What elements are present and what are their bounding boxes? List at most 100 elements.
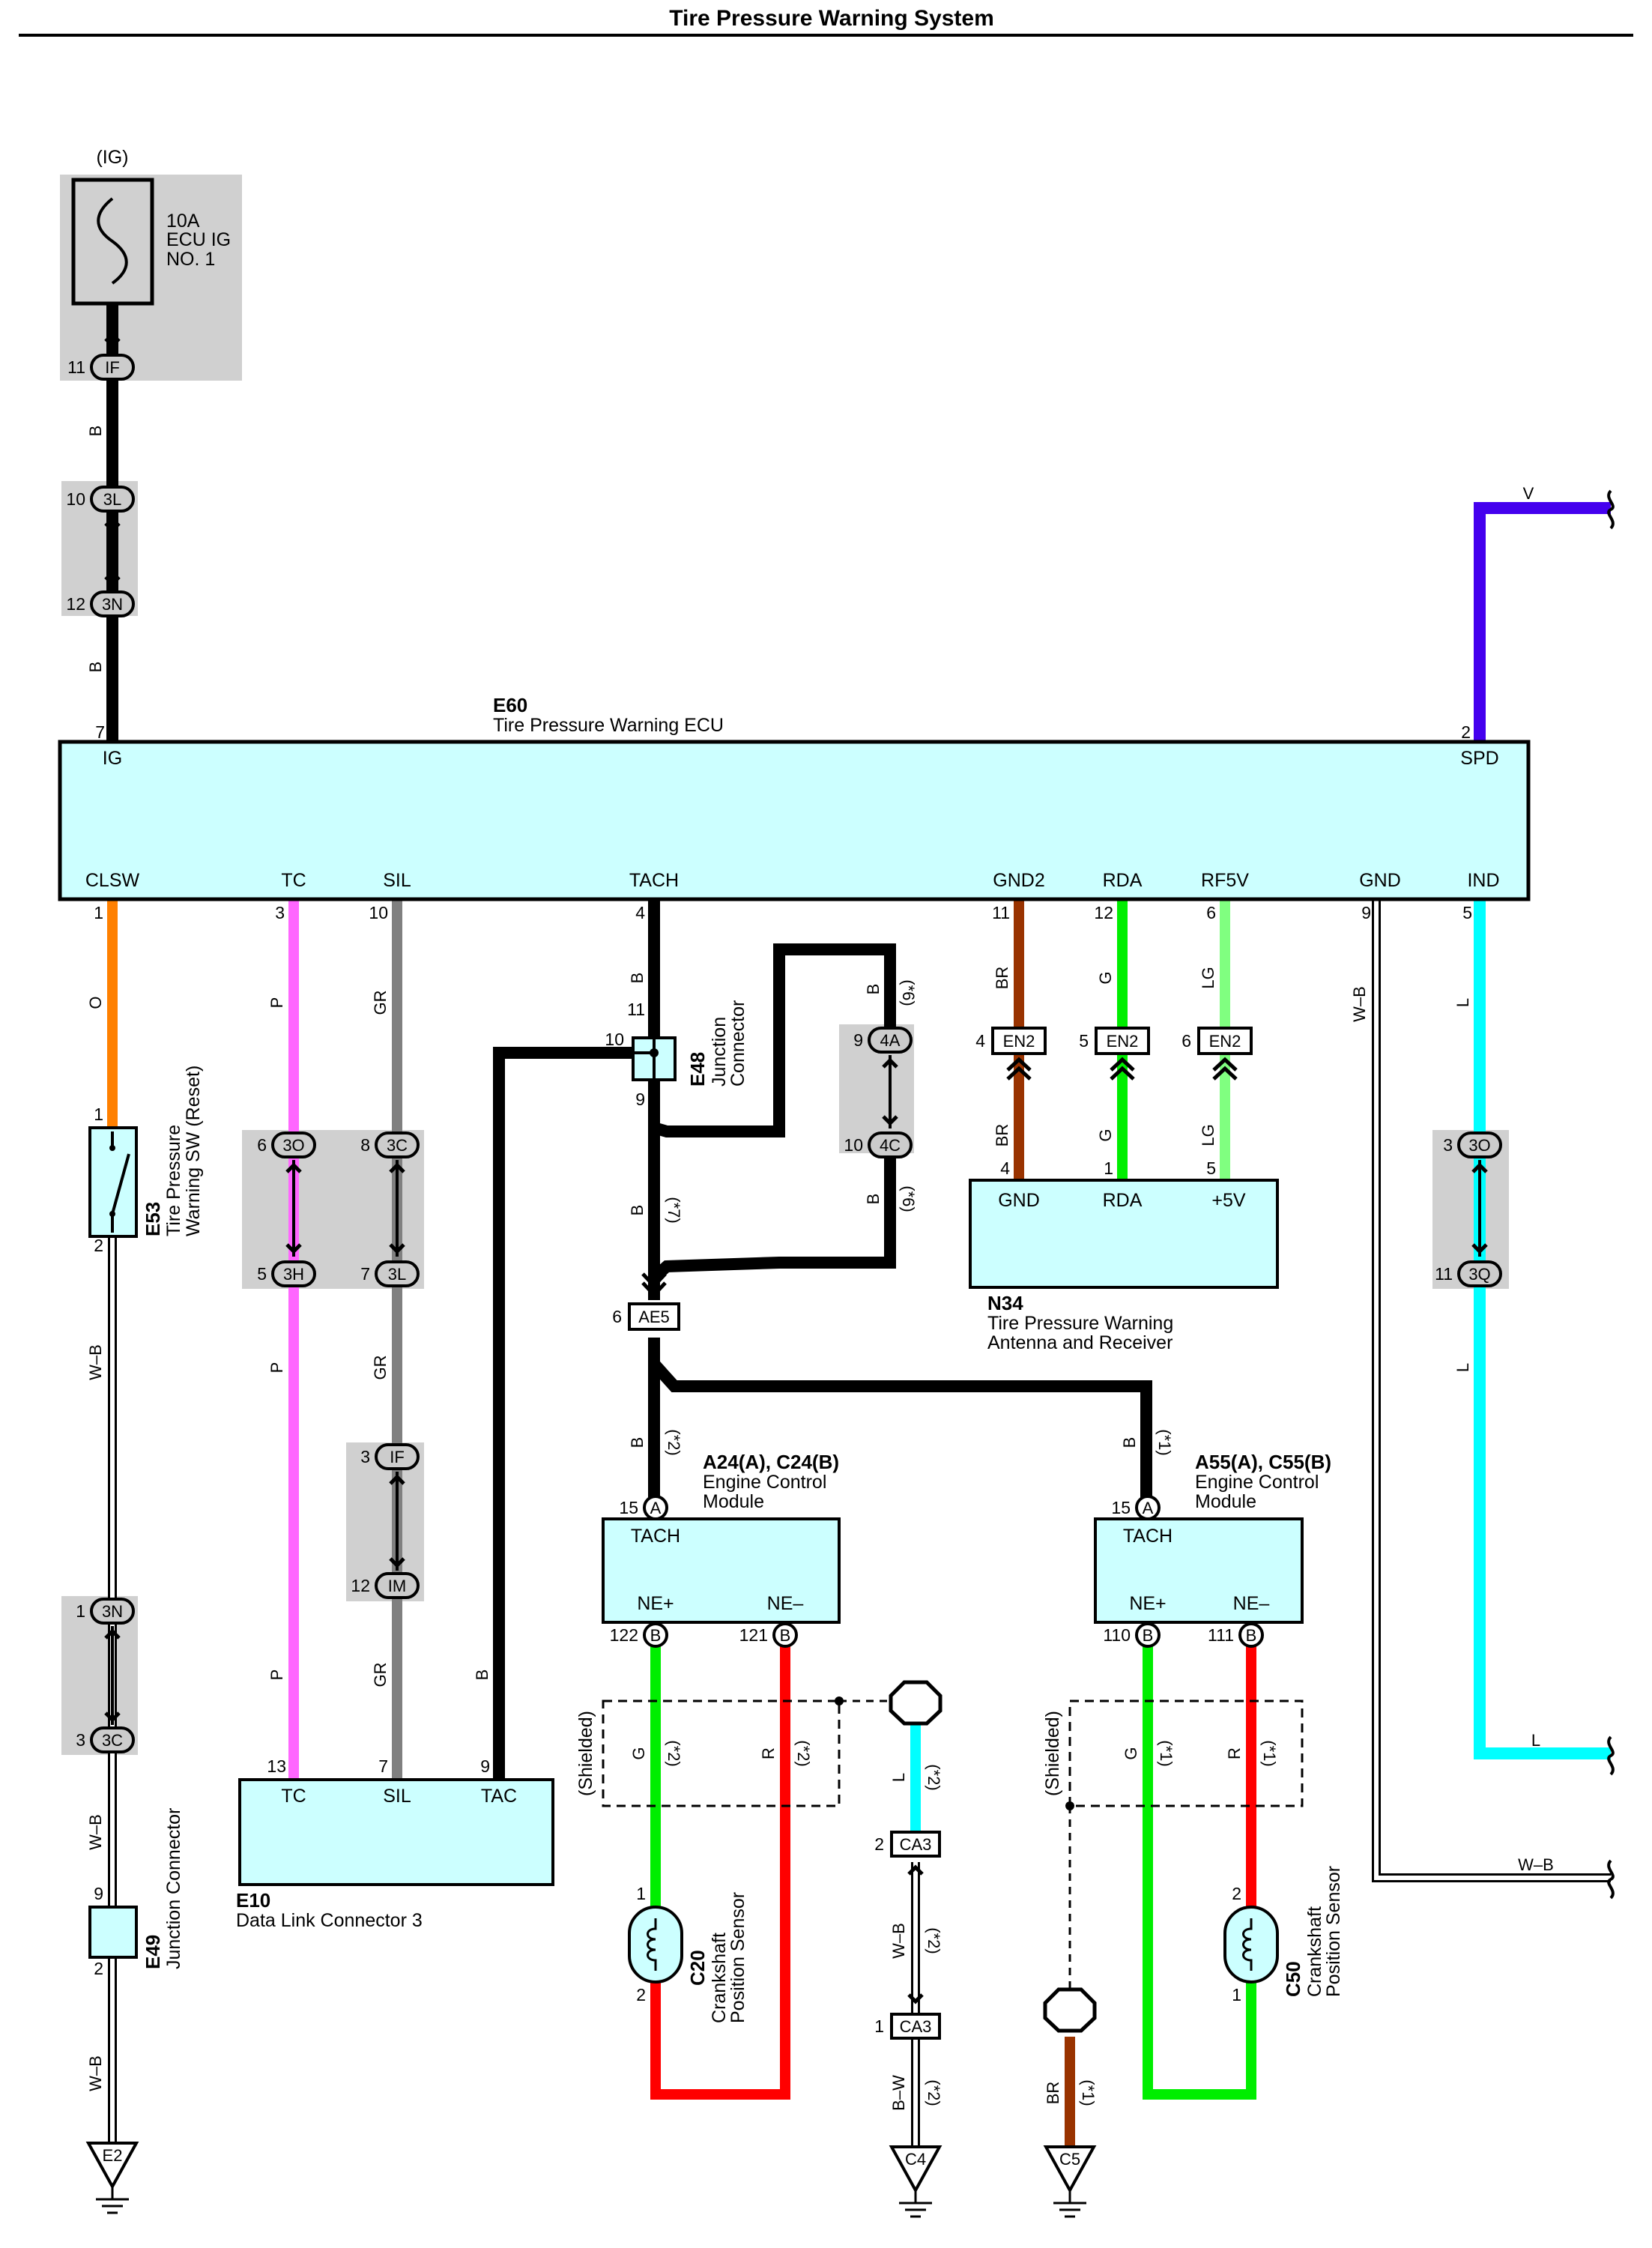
connector-en2-set: EN2 4 EN2 5 EN2 6 — [975, 1027, 1253, 1081]
svg-text:TACH: TACH — [1123, 1526, 1173, 1547]
svg-text:5: 5 — [1079, 1031, 1089, 1051]
coil-icon — [1242, 1918, 1253, 1971]
svg-text:B–W: B–W — [889, 2075, 908, 2111]
connector-3c-mid: 3C 8 — [360, 1131, 420, 1172]
svg-text:(*2): (*2) — [925, 1927, 943, 1954]
svg-text:11: 11 — [67, 357, 85, 377]
fuse-element-icon — [97, 197, 128, 285]
svg-text:2: 2 — [94, 1236, 103, 1255]
ecu-code: E60 — [493, 694, 527, 716]
svg-text:G: G — [629, 1747, 648, 1759]
shield-box-left — [602, 1699, 841, 1807]
ecu-pin-clsw-label: CLSW — [85, 870, 140, 891]
ecu-pin-gnd2-label: GND2 — [993, 870, 1044, 891]
svg-text:Module: Module — [703, 1491, 764, 1512]
svg-text:W–B: W–B — [1518, 1855, 1554, 1874]
svg-text:1: 1 — [1232, 1985, 1241, 2004]
svg-text:3C: 3C — [102, 1731, 123, 1750]
svg-text:2: 2 — [874, 1834, 884, 1854]
svg-text:EN2: EN2 — [1107, 1032, 1139, 1051]
ecu-pin-spd-num: 2 — [1461, 722, 1471, 742]
wire-spd-v — [1474, 502, 1611, 742]
svg-text:A24(A), C24(B): A24(A), C24(B) — [703, 1451, 839, 1473]
svg-text:B: B — [864, 984, 883, 995]
svg-text:E10: E10 — [236, 1889, 270, 1912]
svg-text:BR: BR — [993, 967, 1011, 990]
shield-box-right — [1068, 1699, 1304, 1807]
svg-text:Position Sensor: Position Sensor — [1323, 1866, 1344, 1997]
svg-text:1: 1 — [76, 1601, 85, 1621]
svg-text:11: 11 — [627, 1000, 645, 1019]
svg-text:BR: BR — [993, 1124, 1011, 1147]
wire-ne-minus-left-r — [650, 1637, 790, 2100]
svg-text:Junction Connector: Junction Connector — [163, 1808, 184, 1969]
svg-text:L: L — [889, 1773, 908, 1782]
wire-tach-b-right-ecm — [650, 1359, 1152, 1499]
svg-text:E2: E2 — [103, 2146, 123, 2165]
svg-text:Module: Module — [1195, 1491, 1256, 1512]
svg-text:7: 7 — [360, 1264, 370, 1284]
wires — [106, 303, 1611, 2147]
connector-4c: 4C 10 — [844, 1117, 913, 1158]
svg-text:O: O — [86, 996, 105, 1009]
shield-node-left — [835, 1696, 844, 1705]
shield-node-right — [1065, 1801, 1074, 1810]
wire-tac-b — [493, 1047, 633, 1780]
svg-text:TC: TC — [281, 1786, 306, 1807]
svg-text:(*2): (*2) — [794, 1740, 813, 1766]
ecu-pin-rf5v-num: 6 — [1206, 903, 1216, 922]
connector-3o-right: 3O 3 — [1443, 1131, 1502, 1172]
svg-text:121: 121 — [739, 1625, 768, 1645]
svg-text:(*1): (*1) — [1260, 1740, 1279, 1766]
svg-text:13: 13 — [267, 1756, 286, 1776]
svg-text:3O: 3O — [282, 1136, 304, 1155]
ground-icon — [1043, 2145, 1097, 2194]
svg-text:L: L — [1531, 1731, 1540, 1750]
svg-text:GR: GR — [371, 1663, 390, 1687]
svg-text:A: A — [1143, 1499, 1154, 1517]
svg-text:(*6): (*6) — [899, 979, 918, 1006]
svg-text:C50: C50 — [1282, 1961, 1304, 1997]
svg-text:(*2): (*2) — [665, 1429, 683, 1455]
svg-text:(*2): (*2) — [925, 2079, 943, 2106]
svg-text:NE+: NE+ — [1129, 1593, 1166, 1614]
svg-text:5: 5 — [257, 1264, 267, 1284]
svg-text:E53: E53 — [142, 1202, 164, 1236]
svg-text:SIL: SIL — [383, 1786, 411, 1807]
svg-text:B: B — [628, 973, 647, 984]
svg-text:(*1): (*1) — [1079, 2079, 1098, 2106]
svg-text:3L: 3L — [388, 1265, 406, 1284]
svg-text:3: 3 — [1443, 1135, 1453, 1155]
ecu-pin-spd-label: SPD — [1460, 748, 1498, 769]
connector-3n-low: 3N 1 — [76, 1598, 135, 1638]
ecu-pin-tc-label: TC — [281, 870, 306, 891]
svg-text:3Q: 3Q — [1468, 1265, 1490, 1284]
shield-ground-octagon-icon — [1043, 1987, 1097, 2033]
svg-text:7: 7 — [378, 1756, 388, 1776]
switch-e53: 1 2 E53 Tire Pressure Warning SW (Reset) — [88, 1066, 204, 1255]
svg-text:V: V — [1523, 484, 1534, 503]
wire-ind-l — [1474, 899, 1611, 1759]
svg-text:L: L — [1453, 1363, 1472, 1372]
fuse-supply-label: (IG) — [96, 147, 128, 168]
svg-text:P: P — [267, 1670, 286, 1681]
svg-text:RDA: RDA — [1103, 1190, 1143, 1211]
svg-text:111: 111 — [1208, 1625, 1234, 1645]
svg-text:LG: LG — [1199, 1124, 1217, 1146]
svg-text:A55(A), C55(B): A55(A), C55(B) — [1195, 1451, 1331, 1473]
ecu-pin-clsw-num: 1 — [94, 903, 103, 922]
svg-text:R: R — [1225, 1747, 1244, 1759]
svg-text:9: 9 — [480, 1756, 490, 1776]
svg-text:W–B: W–B — [889, 1923, 908, 1959]
svg-text:15: 15 — [619, 1498, 638, 1517]
svg-text:AE5: AE5 — [638, 1308, 670, 1326]
continuation-markers — [1607, 489, 1615, 1900]
connector-3l-mid: 3L 7 — [360, 1245, 420, 1287]
svg-text:6: 6 — [612, 1307, 622, 1326]
connector-3l-top: 3L 10 — [66, 486, 135, 526]
connector-en2-rda: EN2 5 — [1079, 1027, 1150, 1081]
ecm-left: A24(A), C24(B) Engine Control Module A 1… — [602, 1451, 841, 1648]
svg-text:L: L — [1453, 998, 1472, 1007]
wire-tach-loop-down — [650, 1156, 896, 1282]
ecu-name: Tire Pressure Warning ECU — [493, 715, 724, 736]
